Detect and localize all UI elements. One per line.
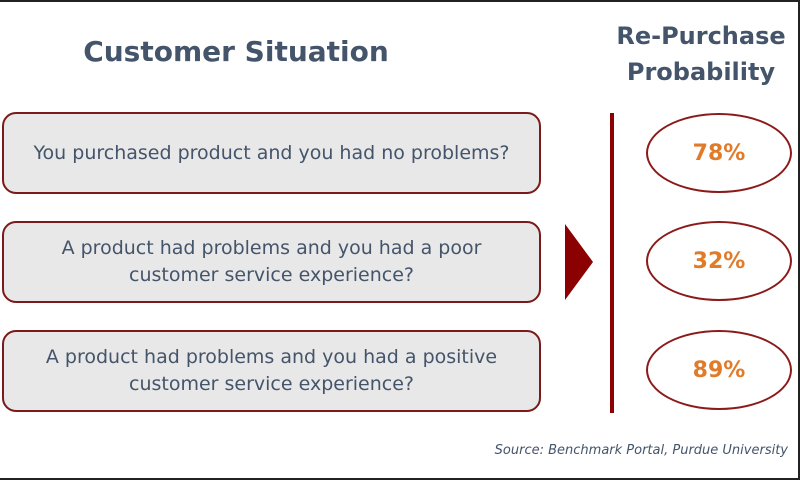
re-purchase-probability-header: Re-Purchase Probability: [606, 18, 796, 90]
header-line-1: Re-Purchase: [616, 22, 786, 50]
header-line-2: Probability: [626, 58, 776, 86]
source-caption: Source: Benchmark Portal, Purdue Univers…: [494, 443, 788, 458]
situation-text: A product had problems and you had a pos…: [45, 346, 498, 395]
situation-box-2: A product had problems and you had a poo…: [2, 221, 541, 303]
arrow-right-icon: [565, 224, 593, 300]
divider-line: [610, 113, 614, 413]
situation-text: A product had problems and you had a poo…: [61, 237, 482, 286]
probability-ellipse-2: 32%: [646, 221, 792, 301]
situation-text: You purchased product and you had no pro…: [33, 141, 510, 164]
situation-box-1: You purchased product and you had no pro…: [2, 112, 541, 194]
probability-ellipse-3: 89%: [646, 330, 792, 410]
probability-ellipse-1: 78%: [646, 113, 792, 193]
situation-box-3: A product had problems and you had a pos…: [2, 330, 541, 412]
customer-situation-header: Customer Situation: [83, 35, 389, 68]
